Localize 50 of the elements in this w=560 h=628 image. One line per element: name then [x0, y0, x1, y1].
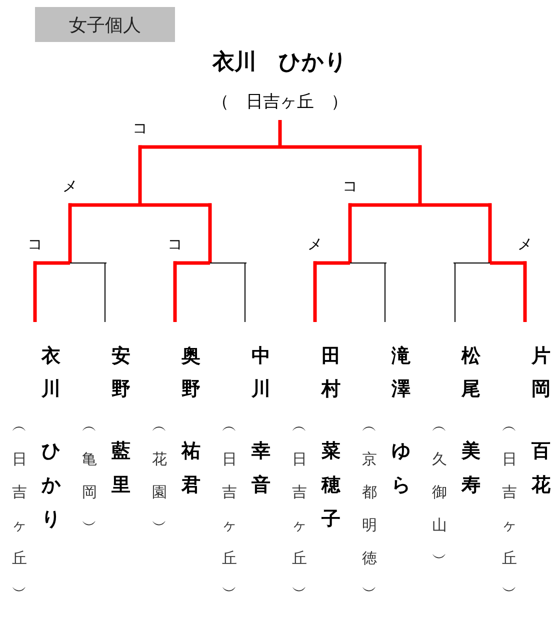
bracket-line [488, 203, 492, 263]
winner-name: 衣川 ひかり [211, 49, 348, 77]
school-name: ︵日吉ヶ丘︶ [222, 416, 237, 602]
result-mark: コ [342, 177, 358, 196]
bracket-line [68, 203, 212, 207]
bracket-line [313, 261, 387, 265]
result-mark: コ [166, 235, 184, 254]
bracket-line [348, 203, 492, 207]
bracket-line [33, 261, 107, 265]
result-mark: コ [132, 119, 148, 138]
player-given-name: 菜穂子 [321, 439, 341, 532]
school-name: ︵日吉ヶ丘︶ [502, 416, 517, 602]
school-name: ︵日吉ヶ丘︶ [292, 416, 307, 602]
bracket-line [138, 145, 422, 149]
player-surname: 田村 [321, 344, 341, 402]
player-surname: 奥野 [181, 344, 201, 402]
bracket-line [454, 262, 456, 322]
bracket-line [244, 262, 246, 322]
player-surname: 松尾 [461, 344, 481, 402]
player-given-name: 美寿 [461, 439, 481, 498]
player-given-name: 幸音 [251, 439, 271, 498]
bracket-line [208, 203, 212, 263]
player-given-name: ゆら [391, 439, 411, 498]
bracket-line [418, 145, 422, 205]
player-given-name: 百花 [531, 439, 551, 498]
winner-school: （ 日吉ヶ丘 ） [211, 91, 349, 113]
player-surname: 滝澤 [391, 344, 411, 402]
bracket-line [173, 261, 247, 265]
result-mark: メ [62, 177, 78, 196]
bracket-line [453, 261, 527, 265]
school-name: ︵亀岡︶ [82, 416, 97, 536]
bracket-line [384, 262, 386, 322]
player-surname: 衣川 [41, 344, 61, 402]
player-given-name: 藍里 [111, 439, 131, 498]
player-surname: 片岡 [531, 344, 551, 402]
bracket-line [278, 120, 282, 147]
player-surname: 中川 [251, 344, 271, 402]
bracket-line [104, 262, 106, 322]
player-surname: 安野 [111, 344, 131, 402]
player-given-name: ひかり [41, 439, 61, 532]
bracket-line [523, 261, 527, 322]
school-name: ︵花園︶ [152, 416, 167, 536]
result-mark: メ [306, 235, 324, 254]
school-name: ︵日吉ヶ丘︶ [12, 416, 27, 602]
result-mark: コ [26, 235, 44, 254]
school-name: ︵京都明徳︶ [362, 416, 377, 602]
heading-box: 女子個人 [35, 7, 175, 42]
school-name: ︵久御山︶ [432, 416, 447, 569]
player-given-name: 祐君 [181, 439, 201, 498]
result-mark: メ [516, 235, 534, 254]
